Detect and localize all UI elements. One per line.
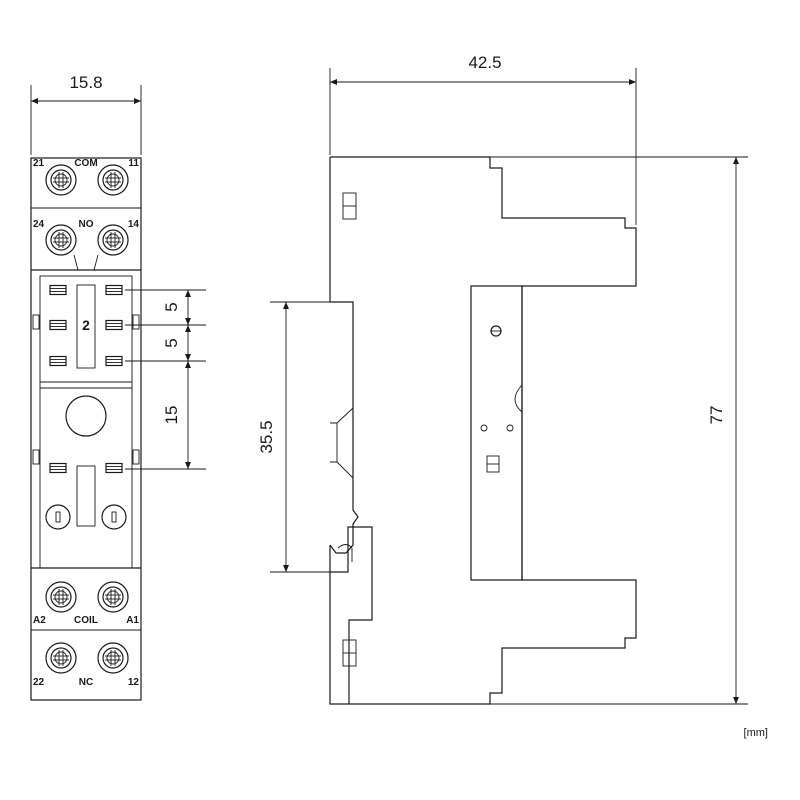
terminal-label-12: 12	[128, 677, 140, 688]
coil-contact	[45, 504, 71, 530]
screw-terminal-11	[97, 164, 129, 196]
coil-contact	[101, 504, 127, 530]
terminal-label-21: 21	[33, 158, 45, 169]
terminal-label-11: 11	[128, 158, 139, 169]
side-profile-outline	[329, 156, 637, 705]
side-height-dimension: 77	[330, 156, 748, 705]
terminal-label-a2: A2	[33, 615, 46, 626]
socket-pin	[105, 319, 123, 331]
socket-pin	[105, 355, 123, 367]
side-depth-label: 42.5	[468, 53, 501, 72]
rail-dimension: 35.5	[257, 301, 340, 573]
front-body-outline	[30, 157, 142, 701]
screw-terminal-22	[45, 642, 77, 674]
relay-socket-area: 2	[32, 254, 140, 569]
terminal-label-24: 24	[33, 219, 45, 230]
front-width-label: 15.8	[69, 73, 102, 92]
terminal-label-no: NO	[79, 219, 94, 230]
screw-terminal-a2	[45, 581, 77, 613]
socket-pin	[49, 462, 67, 474]
terminal-label-22: 22	[33, 677, 45, 688]
pin-spacing-dimensions: 5 5 15	[125, 289, 206, 470]
slot-number: 2	[82, 317, 90, 333]
rail-channel	[470, 285, 523, 581]
side-view: 42.5 77 35.5	[257, 53, 748, 705]
top-terminal-block: 21 COM 11 24 NO 14	[31, 158, 141, 271]
socket-pin	[105, 462, 123, 474]
screw-terminal-a1	[97, 581, 129, 613]
front-width-dimension: 15.8	[30, 73, 142, 155]
screw-terminal-21	[45, 164, 77, 196]
front-view: 15.8 21 COM 11 24 NO 14	[30, 73, 206, 701]
terminal-label-14: 14	[128, 219, 140, 230]
side-height-label: 77	[707, 406, 726, 425]
spacing-label-1: 5	[162, 302, 181, 311]
screw-terminal-14	[97, 224, 129, 256]
terminal-label-a1: A1	[126, 615, 139, 626]
din-clip	[329, 301, 359, 554]
terminal-label-coil: COIL	[74, 615, 98, 626]
screw-terminal-12	[97, 642, 129, 674]
spacing-label-2: 5	[162, 338, 181, 347]
terminal-label-nc: NC	[79, 677, 93, 688]
spacing-label-3: 15	[162, 406, 181, 425]
socket-mounting-hole	[65, 395, 107, 437]
terminal-label-com: COM	[74, 158, 97, 169]
screw-terminal-24	[45, 224, 77, 256]
bottom-terminal-block: A2 COIL A1 22 NC 12	[31, 567, 141, 688]
side-depth-dimension: 42.5	[329, 53, 637, 225]
socket-pin	[49, 355, 67, 367]
rail-dimension-label: 35.5	[257, 420, 276, 453]
socket-pin	[49, 284, 67, 296]
socket-pin	[105, 284, 123, 296]
unit-label: [mm]	[744, 727, 768, 739]
socket-pin	[49, 319, 67, 331]
